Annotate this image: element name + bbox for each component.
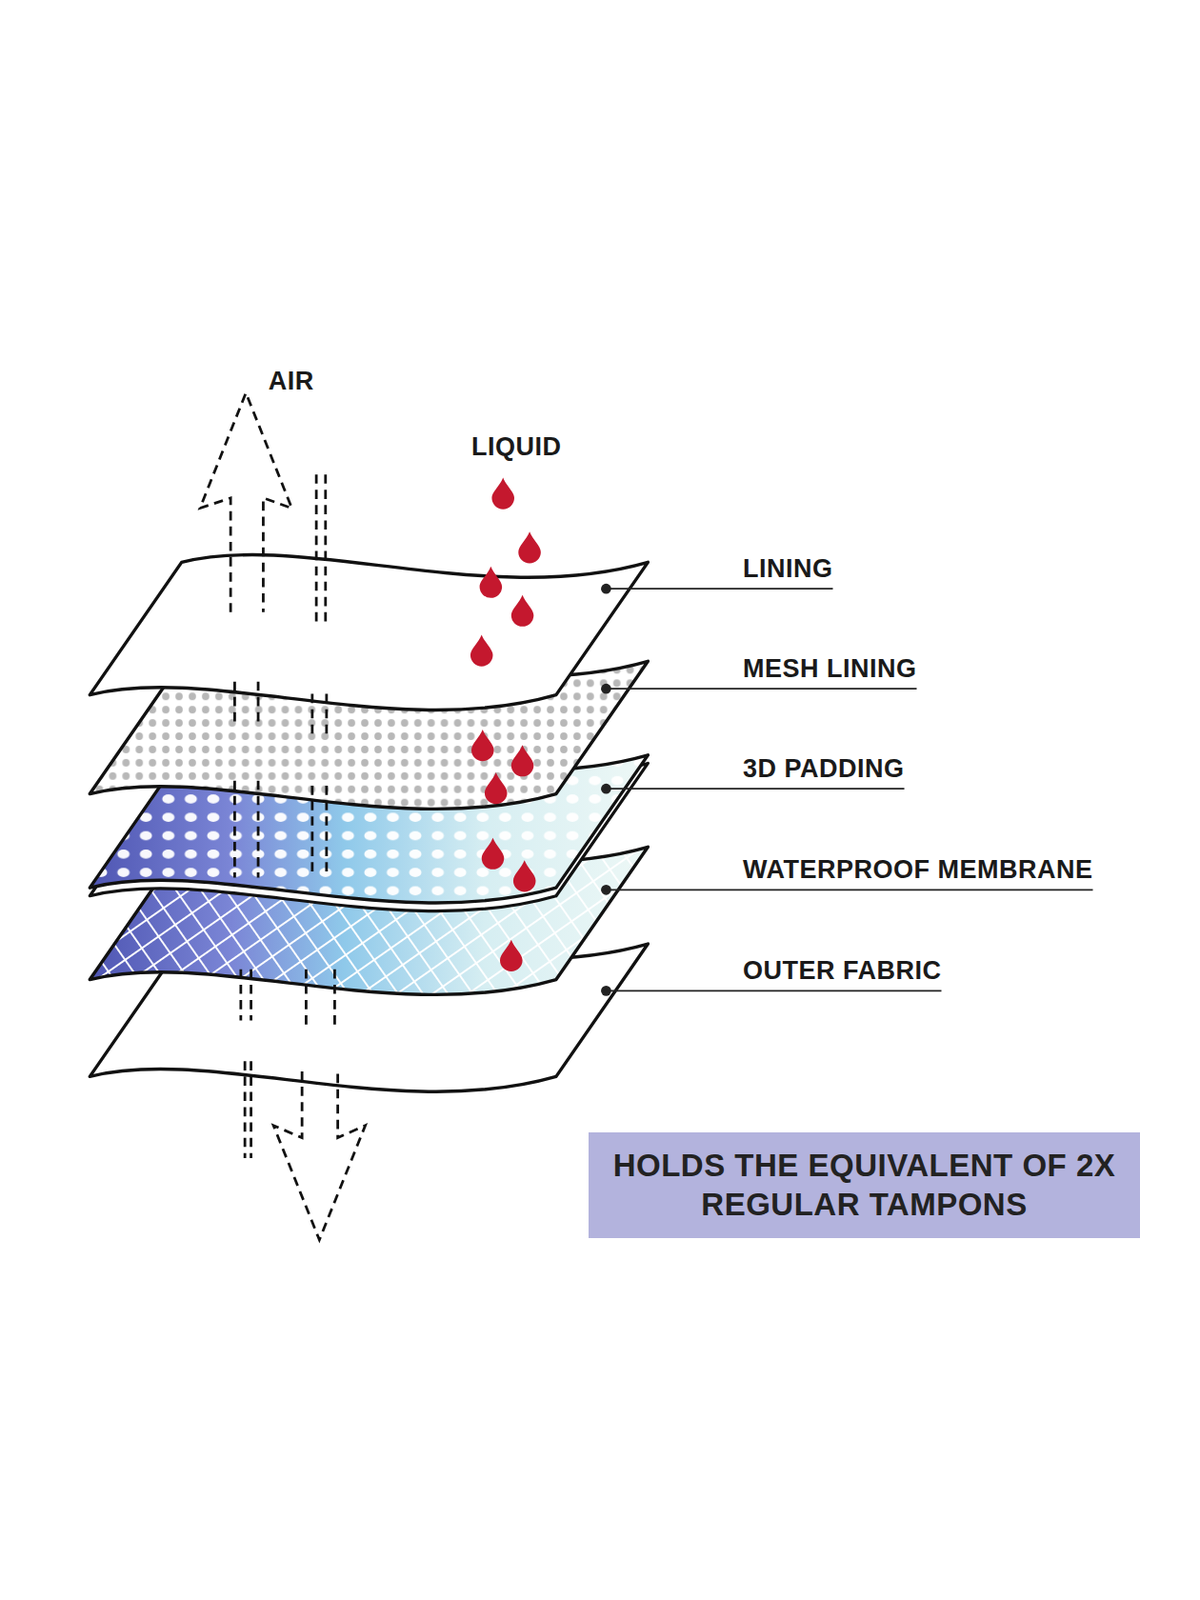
air-flow-arrow: [323, 474, 327, 622]
air-flow-arrow: [310, 785, 314, 878]
air-flow-arrow: [249, 1060, 253, 1159]
callout-text: HOLDS THE EQUIVALENT OF 2X REGULAR TAMPO…: [607, 1145, 1121, 1225]
leader-dot: [600, 583, 612, 595]
air-flow-arrow: [249, 969, 253, 1021]
flow-label: LIQUID: [471, 434, 562, 460]
liquid-drop: [481, 838, 505, 870]
layer-label: MESH LINING: [742, 656, 918, 682]
layer-label: LINING: [742, 556, 834, 582]
air-flow-arrow: [239, 969, 242, 1021]
liquid-drop: [470, 634, 494, 666]
air-flow-arrow: [233, 681, 237, 727]
leader-line: [605, 687, 917, 690]
air-flow-arrow: [257, 681, 260, 727]
layer-label: WATERPROOF MEMBRANE: [742, 857, 1094, 883]
liquid-drop: [511, 744, 535, 777]
leader-dot: [600, 985, 612, 997]
layer-label: 3D PADDING: [742, 756, 905, 782]
air-flow-arrow: [315, 474, 319, 622]
leader-line: [605, 990, 941, 993]
air-flow-arrow: [304, 969, 308, 1026]
leader-line: [605, 787, 904, 790]
flow-label: AIR: [268, 368, 315, 395]
liquid-drop: [484, 772, 508, 804]
sheet-surface: [89, 555, 648, 711]
leader-line: [605, 888, 1093, 891]
liquid-drop: [513, 860, 537, 892]
liquid-drop: [518, 531, 541, 563]
leader-dot: [600, 783, 612, 795]
layer-label: OUTER FABRIC: [742, 958, 942, 984]
leader-dot: [600, 683, 612, 695]
air-flow-arrow: [257, 780, 260, 879]
callout-box: HOLDS THE EQUIVALENT OF 2X REGULAR TAMPO…: [588, 1132, 1140, 1239]
liquid-drop: [500, 940, 523, 972]
air-flow-arrow: [324, 785, 328, 878]
leader-dot: [600, 884, 612, 896]
liquid-drop: [511, 595, 535, 627]
air-flow-arrow: [200, 393, 292, 613]
air-flow-arrow: [324, 694, 328, 740]
liquid-drop: [471, 729, 495, 761]
air-flow-arrow: [243, 1060, 247, 1159]
lining-layer: [89, 555, 648, 711]
air-flow-arrow: [273, 1071, 365, 1240]
air-flow-arrow: [310, 694, 314, 740]
liquid-drop: [491, 477, 515, 509]
air-flow-arrow: [333, 969, 337, 1026]
liquid-drop: [480, 566, 503, 599]
leader-line: [605, 587, 833, 590]
air-flow-arrow: [233, 780, 237, 879]
